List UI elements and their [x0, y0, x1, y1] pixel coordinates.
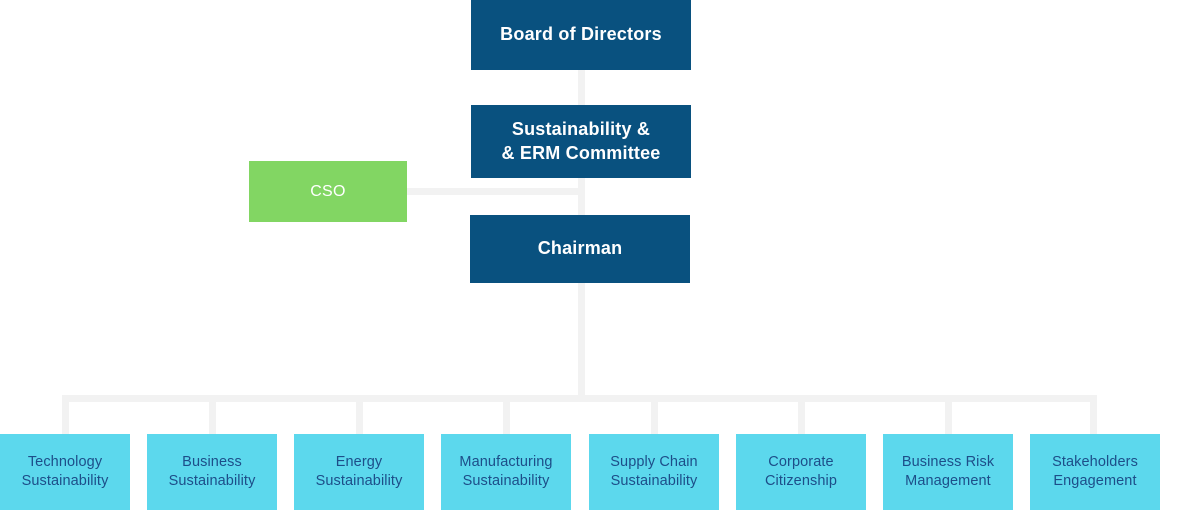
node-unit-label: Technology Sustainability: [21, 453, 109, 489]
node-unit-label: Manufacturing Sustainability: [459, 453, 553, 489]
connector-drop-6: [798, 395, 805, 434]
connector-drop-4: [503, 395, 510, 434]
node-sustainability-erm-committee[interactable]: Sustainability & & ERM Committee: [471, 105, 691, 178]
node-unit-label: Business Risk Management: [901, 453, 995, 489]
node-chairman[interactable]: Chairman: [470, 215, 690, 283]
node-unit-business-risk-management[interactable]: Business Risk Management: [883, 434, 1013, 510]
connector-drop-8: [1090, 395, 1097, 434]
node-chairman-label: Chairman: [537, 238, 623, 259]
node-sustainability-erm-committee-label: Sustainability & & ERM Committee: [501, 118, 661, 163]
node-unit-energy-sustainability[interactable]: Energy Sustainability: [294, 434, 424, 510]
node-unit-corporate-citizenship[interactable]: Corporate Citizenship: [736, 434, 866, 510]
node-unit-stakeholders-engagement[interactable]: Stakeholders Engagement: [1030, 434, 1160, 510]
node-unit-business-sustainability[interactable]: Business Sustainability: [147, 434, 277, 510]
node-unit-label: Energy Sustainability: [315, 453, 403, 489]
node-unit-label: Supply Chain Sustainability: [610, 453, 698, 489]
connector-drop-5: [651, 395, 658, 434]
node-unit-manufacturing-sustainability[interactable]: Manufacturing Sustainability: [441, 434, 571, 510]
node-board-of-directors[interactable]: Board of Directors: [471, 0, 691, 70]
connector-cso-to-trunk: [406, 188, 585, 195]
node-unit-technology-sustainability[interactable]: Technology Sustainability: [0, 434, 130, 510]
node-cso[interactable]: CSO: [249, 161, 407, 222]
node-unit-supply-chain-sustainability[interactable]: Supply Chain Sustainability: [589, 434, 719, 510]
connector-drop-2: [209, 395, 216, 434]
node-unit-label: Business Sustainability: [168, 453, 256, 489]
node-unit-label: Stakeholders Engagement: [1052, 453, 1138, 489]
node-unit-label: Corporate Citizenship: [764, 453, 838, 489]
connector-chairman-to-bus: [578, 283, 585, 401]
connector-board-to-committee: [578, 70, 585, 105]
connector-drop-7: [945, 395, 952, 434]
connector-horizontal-bus: [62, 395, 1097, 402]
connector-drop-1: [62, 395, 69, 434]
connector-committee-to-chairman: [578, 178, 585, 215]
connector-drop-3: [356, 395, 363, 434]
node-cso-label: CSO: [310, 182, 346, 200]
node-board-of-directors-label: Board of Directors: [500, 24, 662, 45]
